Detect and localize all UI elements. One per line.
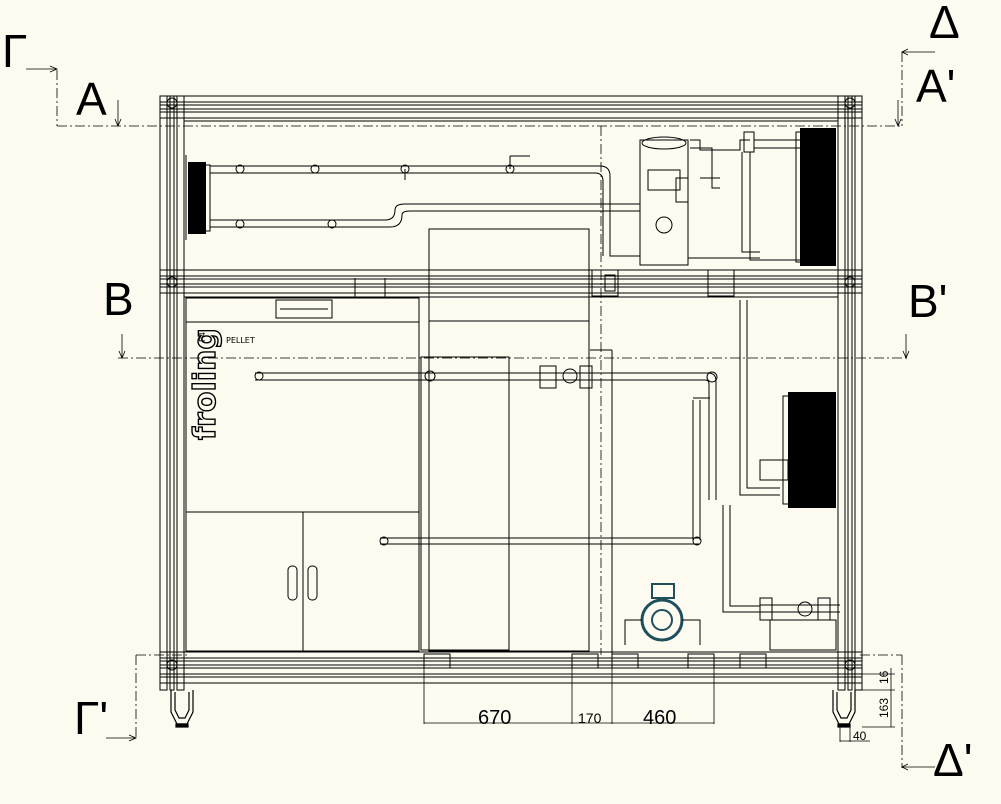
upper-left-exchanger: [185, 155, 211, 240]
upper-pump-unit: [639, 131, 800, 266]
section-mark-b-prime: B': [908, 275, 947, 327]
section-mark-a-prime: A': [916, 60, 955, 112]
dimension-460: 460: [643, 707, 676, 729]
dimension-16: 16: [877, 670, 891, 684]
middle-panel: [420, 228, 613, 655]
circulation-pump: [624, 583, 701, 645]
dimension-170: 170: [578, 710, 602, 726]
section-mark-delta: Δ: [929, 0, 960, 48]
dimension-163: 163: [877, 698, 891, 718]
middle-right-exchanger: [759, 392, 836, 508]
svg-text:P4: P4: [198, 332, 207, 342]
upper-pipes: [210, 155, 640, 257]
upper-right-exchanger: [795, 128, 836, 266]
dimension-40: 40: [853, 729, 867, 743]
boiler-type-label: PELLET: [226, 336, 255, 345]
boiler-cabinet: [185, 278, 420, 652]
section-mark-gamma: Γ: [2, 25, 27, 77]
section-lines: [56, 52, 908, 768]
bottom-right-valve-group: [759, 597, 840, 651]
section-mark-a: A: [76, 73, 107, 125]
section-mark-delta-prime: Δ': [933, 734, 973, 786]
dimension-lines: [423, 668, 895, 742]
dimension-670: 670: [478, 707, 511, 729]
svg-text:froling: froling: [188, 328, 223, 440]
boiler-brand-logo: froling: [187, 327, 223, 440]
section-mark-gamma-prime: Γ': [74, 692, 108, 744]
bottom-fittings: [423, 269, 767, 669]
frame: [159, 95, 863, 691]
boiler-model-badge: P4: [198, 332, 207, 342]
section-arrows: [26, 48, 935, 771]
section-mark-b: B: [103, 273, 134, 325]
middle-pipes: [254, 300, 780, 613]
frame-feet: [170, 690, 856, 728]
